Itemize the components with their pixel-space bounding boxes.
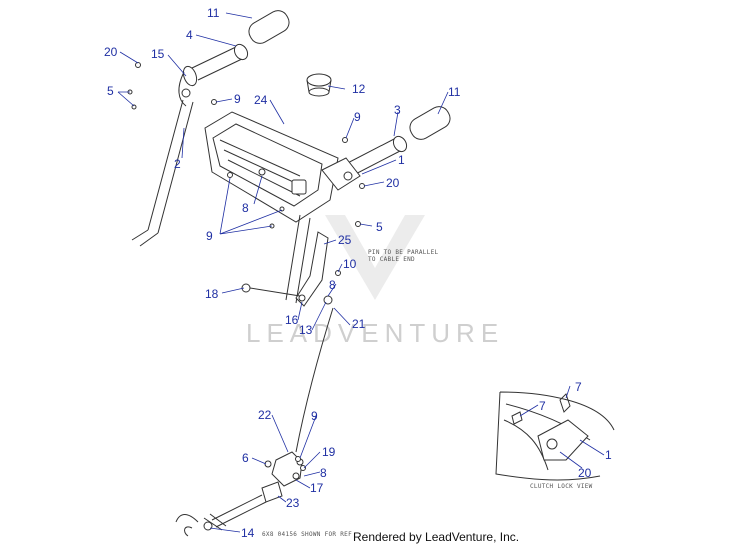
control-bracket (241, 231, 341, 307)
callout-labels: 11 4 20 15 5 9 24 12 11 3 9 2 1 20 8 9 5… (104, 6, 612, 540)
callout-5-right: 5 (376, 220, 383, 234)
callout-19: 19 (322, 445, 336, 459)
left-handle (131, 10, 290, 247)
note-pin-parallel-line2: TO CABLE END (368, 256, 415, 263)
callout-1-right: 1 (398, 153, 405, 167)
watermark: LEADVENTURE (246, 215, 504, 348)
callout-16: 16 (285, 313, 299, 327)
callout-9-upper-right: 9 (354, 110, 361, 124)
note-clutch-lock-view: CLUTCH LOCK VIEW (530, 483, 593, 490)
callout-23: 23 (286, 496, 300, 510)
callout-25-bracket: 25 (338, 233, 352, 247)
callout-24-console: 24 (254, 93, 268, 107)
callout-9-lower: 9 (311, 409, 318, 423)
callout-6: 6 (242, 451, 249, 465)
callout-8-bracket: 8 (329, 278, 336, 292)
right-handle (285, 106, 451, 304)
callout-7-inset-top: 7 (575, 380, 582, 394)
footer-credit: Rendered by LeadVenture, Inc. (353, 530, 520, 544)
callout-11-right-grip: 11 (448, 85, 461, 99)
console-panel (204, 111, 339, 223)
callout-20-right: 20 (386, 176, 400, 190)
callout-4-left-handle: 4 (186, 28, 193, 42)
callout-11-left-grip: 11 (207, 6, 220, 20)
diagram-notes: PIN TO BE PARALLEL TO CABLE END CLUTCH L… (262, 249, 593, 538)
callout-17: 17 (310, 481, 324, 495)
callout-15: 15 (151, 47, 165, 61)
callout-8-lower: 8 (320, 466, 327, 480)
callout-1-inset: 1 (605, 448, 612, 462)
callout-18: 18 (205, 287, 219, 301)
callout-3-right-handle: 3 (394, 103, 401, 117)
lower-clutch-assembly (175, 451, 304, 537)
callout-21-cable: 21 (352, 317, 366, 331)
console-knob (306, 73, 332, 97)
control-cable (295, 307, 334, 453)
callout-12-knob: 12 (352, 82, 366, 96)
callout-14: 14 (241, 526, 255, 540)
callout-20-upper: 20 (104, 45, 118, 59)
callout-9-middle: 9 (206, 229, 213, 243)
callout-20-inset: 20 (578, 466, 592, 480)
note-shown-for-ref: 6X8 04156 SHOWN FOR REF (262, 531, 352, 538)
leader-lines (117, 12, 605, 533)
watermark-text: LEADVENTURE (246, 318, 504, 348)
callout-13: 13 (299, 323, 313, 337)
callout-22: 22 (258, 408, 272, 422)
callout-5-left: 5 (107, 84, 114, 98)
callout-2-tube: 2 (174, 157, 181, 171)
callout-8-middle: 8 (242, 201, 249, 215)
callout-7-inset-left: 7 (539, 399, 546, 413)
callout-9-upper-left: 9 (234, 92, 241, 106)
note-pin-parallel-line1: PIN TO BE PARALLEL (368, 249, 439, 256)
callout-10: 10 (343, 257, 357, 271)
clutch-lock-view (495, 391, 615, 481)
